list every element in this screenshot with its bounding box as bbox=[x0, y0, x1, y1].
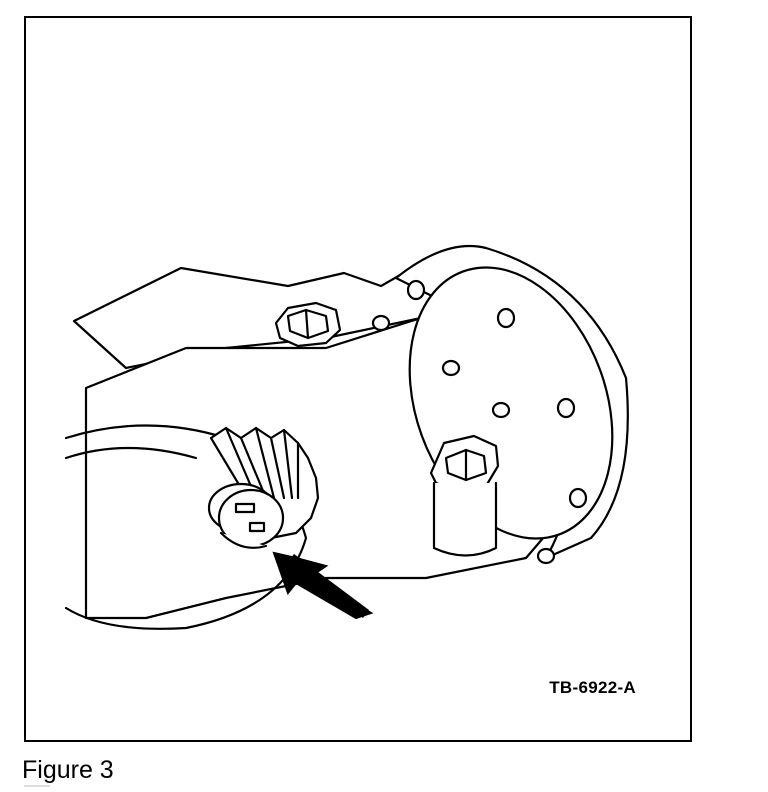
flange-hole bbox=[371, 314, 391, 332]
flange-hole bbox=[441, 359, 461, 377]
flange-hole bbox=[536, 547, 556, 565]
thrust-washer-tab bbox=[234, 502, 256, 514]
thrust-washer-tab bbox=[248, 521, 266, 533]
differential-illustration bbox=[64, 244, 629, 630]
flange-hole bbox=[568, 487, 588, 509]
scan-speck bbox=[24, 785, 50, 787]
drawing-code-label: TB-6922-A bbox=[549, 678, 636, 697]
ring-gear bbox=[64, 424, 308, 630]
bolt-boss-lower bbox=[432, 481, 498, 557]
flange-hole bbox=[556, 397, 576, 419]
flange-hole bbox=[406, 279, 426, 301]
figure-frame: TB-6922-A bbox=[24, 16, 692, 742]
flange-hole bbox=[491, 401, 511, 419]
figure-caption: Figure 3 bbox=[22, 756, 114, 784]
flange-hole bbox=[496, 307, 516, 329]
